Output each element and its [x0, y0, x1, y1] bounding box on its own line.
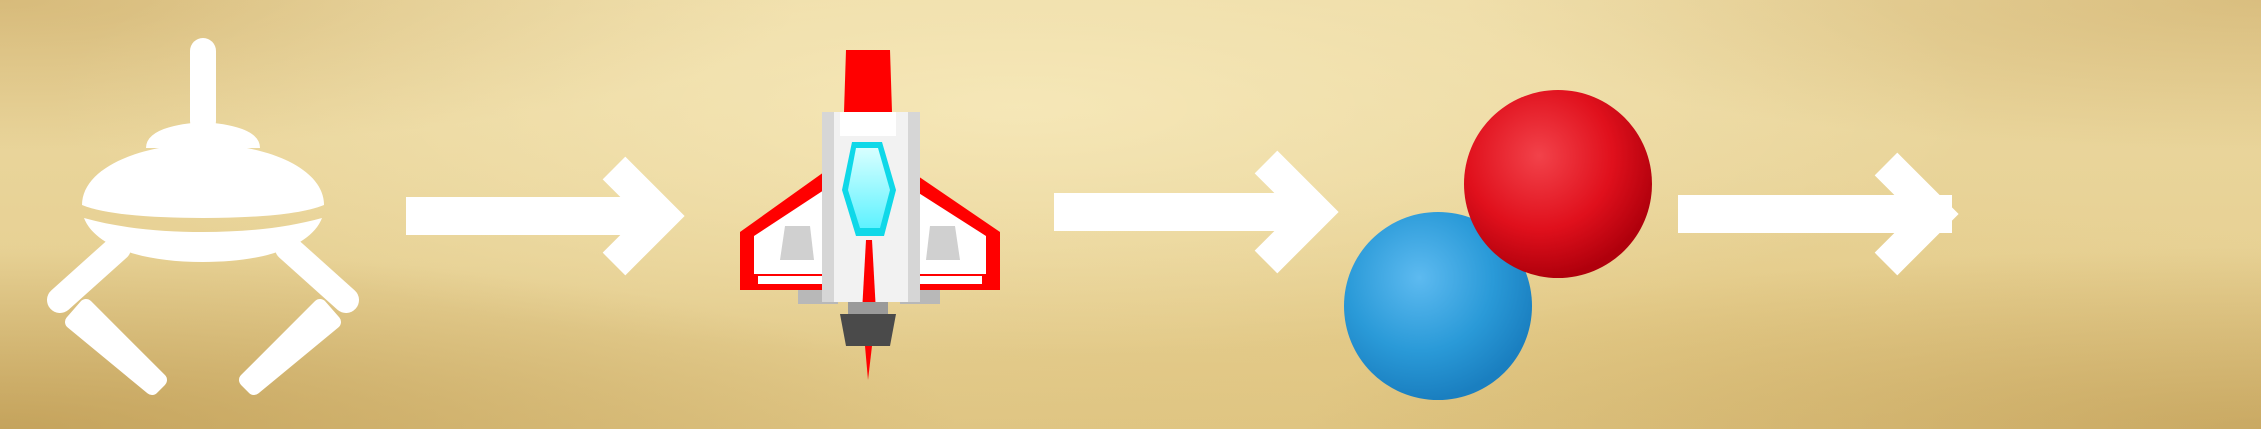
claw-grabber-icon [47, 38, 359, 395]
right-arrow-icon [1054, 150, 1339, 274]
right-arrow-icon [406, 156, 685, 276]
spaceship-icon [740, 50, 1000, 380]
blue-ball [1344, 212, 1532, 400]
red-ball [1464, 90, 1652, 278]
two-balls-icon [1344, 90, 1652, 400]
right-arrow-icon [1678, 152, 1959, 276]
